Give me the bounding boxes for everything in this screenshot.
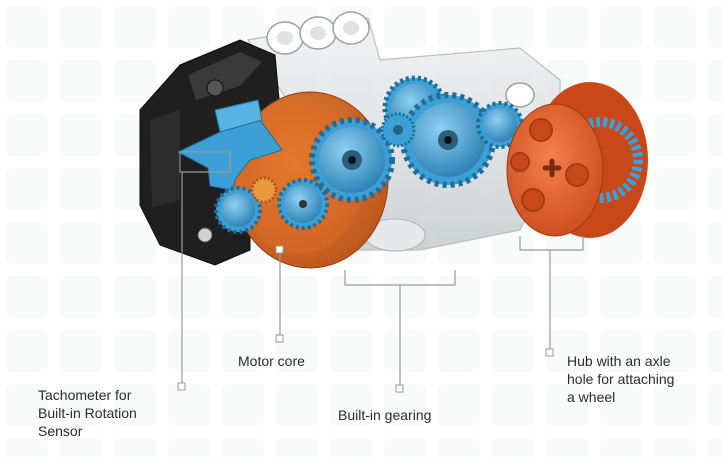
hub-shape	[506, 82, 648, 238]
leader-lines	[181, 171, 584, 388]
label-motor-core: Motor core	[238, 353, 305, 369]
label-built-in-gearing: Built-in gearing	[338, 407, 432, 423]
tachometer-bracket	[176, 99, 283, 191]
small-gears	[214, 176, 329, 234]
label-hub: Hub with an axle hole for attaching a wh…	[567, 353, 675, 405]
label-tachometer: Tachometer for Built-in Rotation Sensor	[38, 387, 137, 439]
built-in-gearing	[309, 75, 524, 203]
leader-line-gearing	[344, 270, 456, 388]
leader-endpoints	[177, 245, 554, 393]
leader-line-hub	[519, 236, 584, 352]
